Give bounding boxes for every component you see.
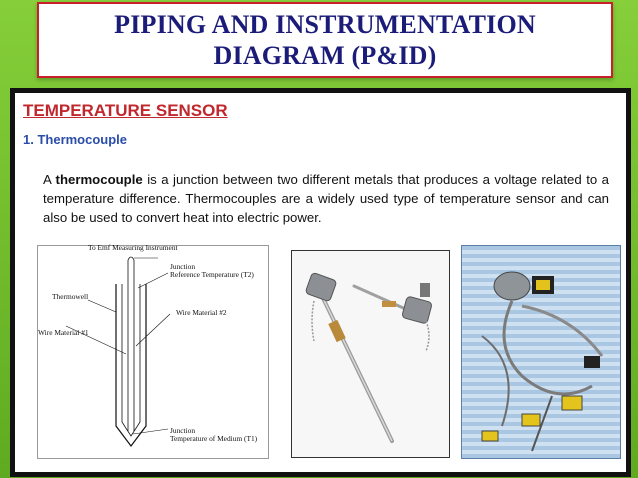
leader-wire2: [135, 313, 171, 347]
schematic-drawing: [65, 256, 171, 447]
label-junction-medium: Junction: [170, 426, 196, 435]
subheading: 1. Thermocouple: [23, 132, 128, 147]
label-wire-2: Wire Material #2: [176, 308, 227, 317]
section-heading: TEMPERATURE SENSOR: [23, 101, 228, 120]
label-thermowell: Thermowell: [52, 292, 89, 301]
label-junction-ref: Junction: [170, 262, 196, 271]
title-banner: PIPING AND INSTRUMENTATION DIAGRAM (P&ID…: [37, 2, 613, 78]
paragraph-bold-term: thermocouple: [55, 172, 143, 187]
wire-top-loop: [127, 256, 135, 261]
assemblies-illustration: [462, 246, 620, 458]
thermocouple-probes-photo: [291, 250, 450, 458]
label-wire-1: Wire Material #1: [38, 328, 89, 337]
paragraph-prefix: A: [43, 172, 56, 187]
probes-illustration: [292, 251, 449, 457]
title-line-2: DIAGRAM (P&ID): [213, 41, 437, 70]
thermocouple-schematic: To Emf Measuring Instrument Junction Ref…: [37, 243, 269, 459]
title-line-1: PIPING AND INSTRUMENTATION: [114, 10, 536, 39]
content-panel: TEMPERATURE SENSOR 1. Thermocouple A the…: [10, 88, 631, 477]
leader-thermowell: [87, 299, 117, 313]
leader-wire1: [65, 325, 127, 355]
thermowell-outline: [115, 284, 147, 447]
thermocouple-assemblies-photo: [461, 245, 621, 459]
leader-ref-junction: [137, 272, 169, 289]
thermowell-inner: [121, 284, 141, 437]
label-emf-instrument: To Emf Measuring Instrument: [88, 243, 178, 252]
label-medium-temperature: Temperature of Medium (T1): [170, 434, 258, 443]
label-ref-temperature: Reference Temperature (T2): [170, 270, 254, 279]
description-paragraph: A thermocouple is a junction between two…: [43, 170, 609, 227]
paragraph-rest: is a junction between two different meta…: [43, 172, 609, 225]
leader-med-junction: [132, 428, 169, 435]
